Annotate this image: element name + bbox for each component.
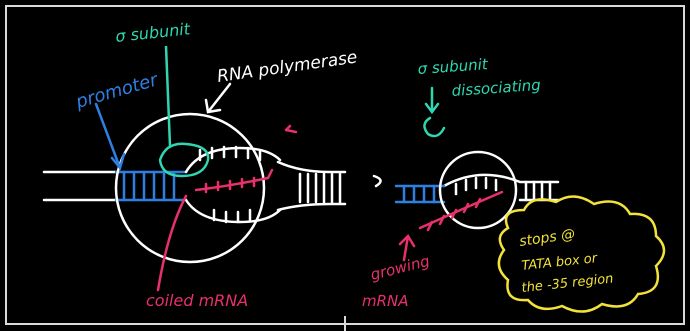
label-sigma-subunit: σ subunit [114,19,191,46]
mrna-strand-left [158,126,296,290]
note-line-2: TATA box or [521,251,600,274]
label-growing-mrna-1: growing [369,252,432,284]
polymerase-pointer-arrow [206,84,230,112]
label-sigma-dissociating-1: σ subunit [417,55,489,78]
note-line-1: stops @ [518,226,576,250]
sigma-dissociating-arrow [426,88,438,112]
label-rna-polymerase: RNA polymerase [216,47,359,86]
dna-left [44,162,345,210]
label-promoter: promoter [73,69,162,113]
promoter-right [396,186,444,202]
label-sigma-dissociating-2: dissociating [451,76,541,100]
promoter-pointer-arrow [96,104,124,168]
right-arrow-mark [374,176,381,186]
sigma-dissociating-shape [424,118,444,136]
dna-right [444,175,558,200]
label-growing-mrna-2: mRNA [362,292,409,310]
note-line-3: the -35 region [521,271,614,296]
label-coiled-mrna: coiled mRNA [146,291,248,310]
sigma-pointer-line [166,46,170,146]
